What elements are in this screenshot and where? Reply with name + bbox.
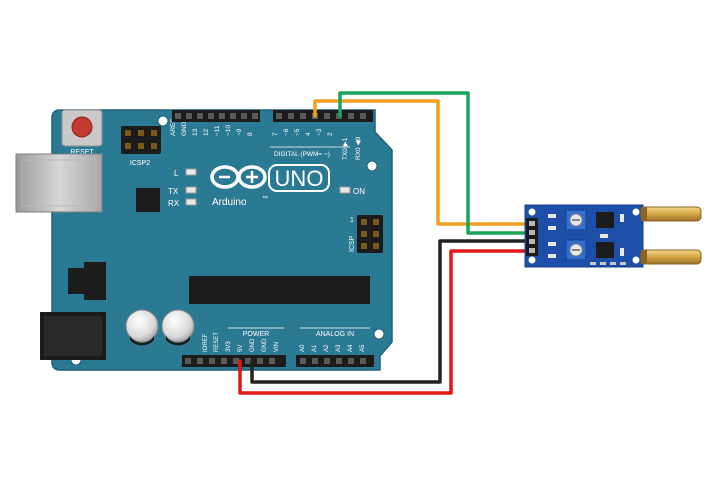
pin-label: ~10 bbox=[225, 125, 232, 136]
pin-label: A3 bbox=[336, 344, 342, 352]
pin-label: 5V bbox=[238, 345, 244, 352]
wire-black-gnd bbox=[250, 239, 532, 384]
pin-label: 8 bbox=[247, 132, 254, 136]
l-led bbox=[185, 168, 197, 176]
potentiometer[interactable] bbox=[565, 239, 587, 261]
pin-label: RESET bbox=[214, 332, 220, 352]
icsp-header bbox=[357, 215, 383, 253]
power-jack bbox=[40, 312, 106, 360]
wire-green-signal bbox=[338, 91, 532, 235]
pin-label: ~11 bbox=[214, 125, 221, 136]
capacitor bbox=[125, 309, 159, 346]
arduino-uno-board: RESET ICSP2 AREF GND 13 12 ~11 ~10 ~9 8 … bbox=[15, 109, 393, 371]
analog-label: ANALOG IN bbox=[316, 331, 354, 338]
aref-label: AREF bbox=[170, 119, 177, 136]
comparator-chip bbox=[596, 242, 614, 258]
tx-led bbox=[185, 186, 197, 194]
voltage-regulator bbox=[68, 262, 106, 300]
tilt-switch-tube bbox=[640, 249, 702, 265]
wires bbox=[238, 91, 532, 395]
sensor-header bbox=[526, 218, 538, 256]
analog-header bbox=[296, 355, 374, 367]
pin-label: 4 bbox=[305, 132, 312, 136]
pin-label: ~6 bbox=[283, 128, 290, 136]
arduino-logo bbox=[210, 165, 267, 189]
potentiometer[interactable] bbox=[565, 209, 587, 231]
wire-red-vcc bbox=[238, 249, 532, 395]
pin-label: 12 bbox=[203, 128, 210, 136]
icsp-pin1-label: 1 bbox=[350, 217, 354, 224]
pin-label: 2 bbox=[327, 132, 334, 136]
atmega-chip bbox=[189, 276, 370, 304]
tilt-sensor-module bbox=[524, 204, 702, 268]
mounting-hole bbox=[366, 160, 378, 172]
smd-resistors bbox=[590, 262, 626, 265]
comparator-chip bbox=[596, 212, 614, 228]
pin-label: GND bbox=[262, 338, 268, 352]
pin-label: 13 bbox=[192, 128, 199, 136]
usb-chip bbox=[136, 188, 160, 212]
reset-button[interactable] bbox=[61, 109, 103, 147]
gnd-label: GND bbox=[181, 121, 188, 136]
pin-label: 7 bbox=[272, 132, 279, 136]
pin-label: GND bbox=[250, 338, 256, 352]
pin-label: VIN bbox=[274, 342, 280, 352]
pin-label: TX0 ▶1 bbox=[342, 137, 349, 160]
pin-label: ~3 bbox=[316, 128, 323, 136]
reset-label: RESET bbox=[70, 149, 94, 156]
bottom-header-labels: IOREF RESET 3V3 5V GND GND VIN A0 A1 A2 … bbox=[203, 332, 366, 352]
pin-label: 3V3 bbox=[226, 341, 232, 352]
pin-label: A5 bbox=[360, 344, 366, 352]
pin-label: RX0 ◀0 bbox=[355, 137, 362, 160]
power-label: POWER bbox=[243, 331, 269, 338]
digital-header-left bbox=[172, 110, 260, 122]
l-led-label: L bbox=[174, 169, 179, 178]
smd-components bbox=[548, 214, 624, 258]
usb-connector bbox=[15, 153, 103, 213]
mounting-hole bbox=[157, 115, 169, 127]
on-led-label: ON bbox=[353, 187, 365, 196]
board-pcb bbox=[51, 109, 393, 371]
icsp2-label: ICSP2 bbox=[130, 160, 150, 167]
icsp2-header bbox=[121, 126, 161, 154]
top-header-labels: AREF GND 13 12 ~11 ~10 ~9 8 7 ~6 ~5 4 ~3… bbox=[170, 119, 362, 160]
model-label: UNO bbox=[275, 166, 324, 191]
capacitor bbox=[161, 309, 195, 346]
pin-label: A4 bbox=[348, 344, 354, 352]
brand-label: Arduino bbox=[212, 197, 247, 208]
power-header bbox=[182, 355, 286, 367]
mounting-hole bbox=[373, 328, 385, 340]
pin-label: A0 bbox=[300, 344, 306, 352]
pin-label: IOREF bbox=[203, 333, 209, 352]
icsp-label: ICSP bbox=[349, 235, 356, 252]
tilt-switch-tube bbox=[640, 206, 702, 222]
digital-label: DIGITAL (PWM= ~) bbox=[274, 151, 330, 158]
digital-header-right bbox=[273, 110, 373, 122]
pin-label: ~5 bbox=[294, 128, 301, 136]
tm-mark: ™ bbox=[262, 195, 268, 202]
rx-led bbox=[185, 198, 197, 206]
tx-led-label: TX bbox=[168, 187, 179, 196]
on-led bbox=[339, 186, 351, 194]
pin-label: ~9 bbox=[236, 128, 243, 136]
pin-label: A1 bbox=[312, 344, 318, 352]
pin-label: A2 bbox=[324, 344, 330, 352]
uno-badge bbox=[268, 164, 330, 192]
rx-led-label: RX bbox=[168, 199, 180, 208]
